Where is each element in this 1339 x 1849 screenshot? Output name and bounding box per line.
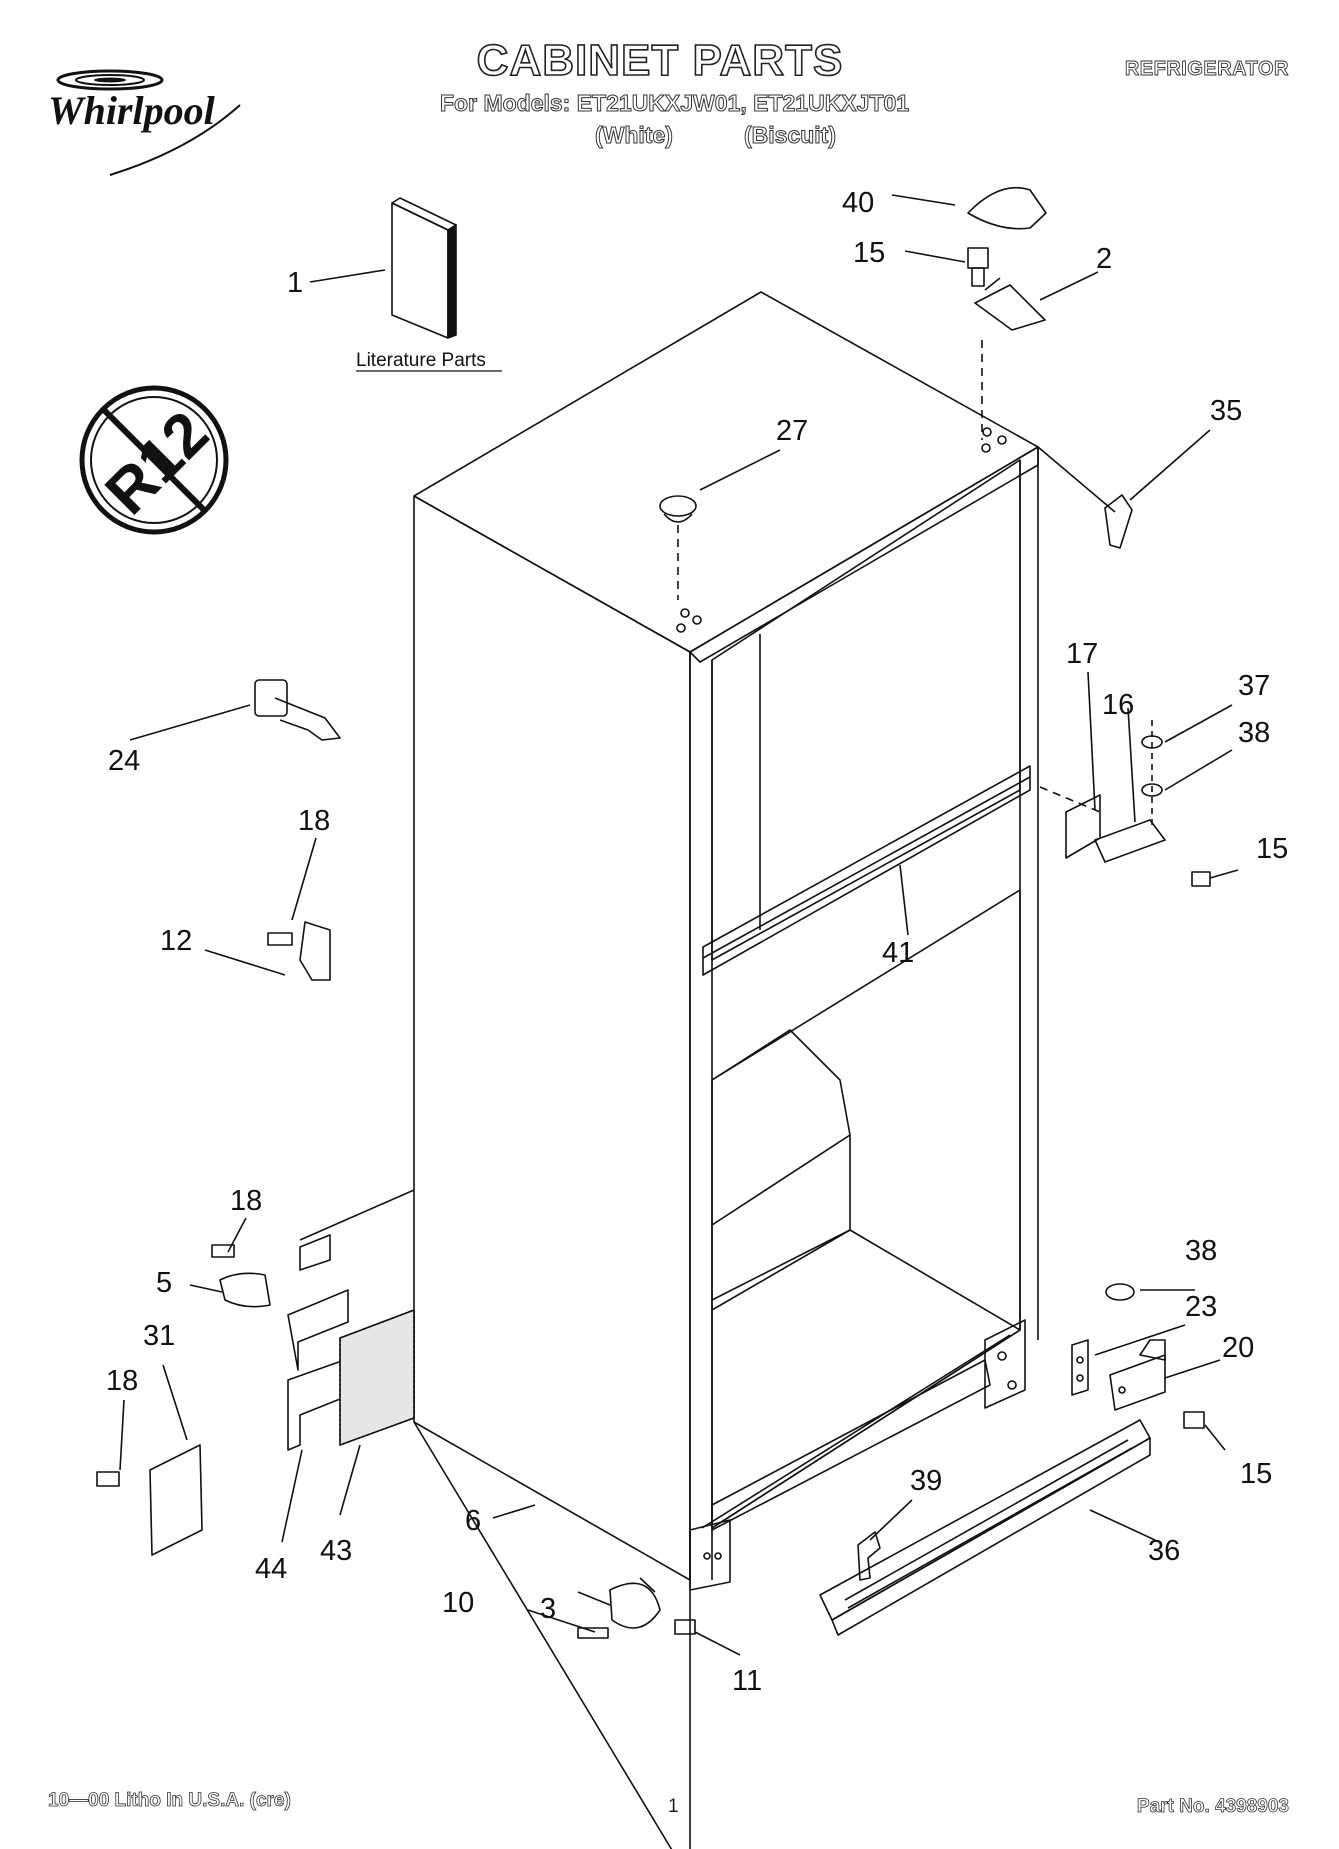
callout-6: 6 [465,1505,481,1537]
variant-white: (White) [595,122,674,149]
callout-16: 16 [1102,689,1134,721]
clip-39 [857,1531,881,1581]
middle-hinge-16 [1039,720,1211,887]
callout-5: 5 [156,1267,172,1299]
variant-biscuit: (Biscuit) [744,122,837,149]
footer-page-number: 1 [668,1796,679,1817]
callout-18-lower: 18 [106,1365,138,1397]
callout-43: 43 [320,1535,352,1567]
callout-3: 3 [540,1593,556,1625]
bottom-hinge-20 [1071,1283,1205,1429]
clip-12 [267,921,331,981]
cabinet-body [413,291,1039,1849]
callout-2: 2 [1096,243,1112,275]
callout-11: 11 [732,1665,762,1697]
plug-27 [659,495,697,600]
literature-label: Literature Parts [356,350,486,371]
cover-31 [96,1444,203,1556]
page-title: CABINET PARTS [476,35,844,86]
mullion-41 [702,765,1031,976]
stud-24 [254,679,341,741]
top-hinge-2 [967,247,1046,440]
literature-booklet [391,197,457,339]
leveler-3 [577,1577,696,1639]
footer-part-number: Part No. 4398903 [1136,1796,1290,1818]
insulation-43 [339,1309,415,1446]
callout-41: 41 [882,937,914,969]
svg-text:Whirlpool: Whirlpool [48,88,216,133]
callout-38-lower: 38 [1185,1235,1217,1267]
hinge-cover-40 [967,186,1047,230]
callout-31: 31 [143,1320,175,1352]
callout-40: 40 [842,187,874,219]
callout-18-upper: 18 [298,805,330,837]
callout-37: 37 [1238,670,1270,702]
callout-44: 44 [255,1553,287,1585]
callout-1: 1 [287,267,303,299]
callout-17: 17 [1066,638,1098,670]
callout-10: 10 [442,1587,474,1619]
models-line: For Models: ET21UKXJW01, ET21UKXJT01 [439,90,910,117]
callout-20: 20 [1222,1332,1254,1364]
no-r12-badge [79,385,229,535]
callout-12: 12 [160,925,192,957]
callout-35: 35 [1210,395,1242,427]
callout-27: 27 [776,415,808,447]
callout-38-upper: 38 [1238,717,1270,749]
callout-15-bottom: 15 [1240,1458,1272,1490]
callout-23: 23 [1185,1291,1217,1323]
hinge-pin-35 [1037,446,1133,549]
toe-grille-36 [819,1419,1151,1636]
whirlpool-logo: Whirlpool [48,69,241,176]
callout-15-top: 15 [853,237,885,269]
callout-39: 39 [910,1465,942,1497]
callout-36: 36 [1148,1535,1180,1567]
clamp-5 [211,1189,415,1308]
callout-18-middle: 18 [230,1185,262,1217]
appliance-type: REFRIGERATOR [1124,58,1289,81]
callout-24: 24 [108,745,140,777]
footer-litho: 10—00 Litho In U.S.A. (cre) [48,1790,292,1812]
callout-15-mid: 15 [1256,833,1288,865]
bottom-rail [711,1319,1026,1531]
